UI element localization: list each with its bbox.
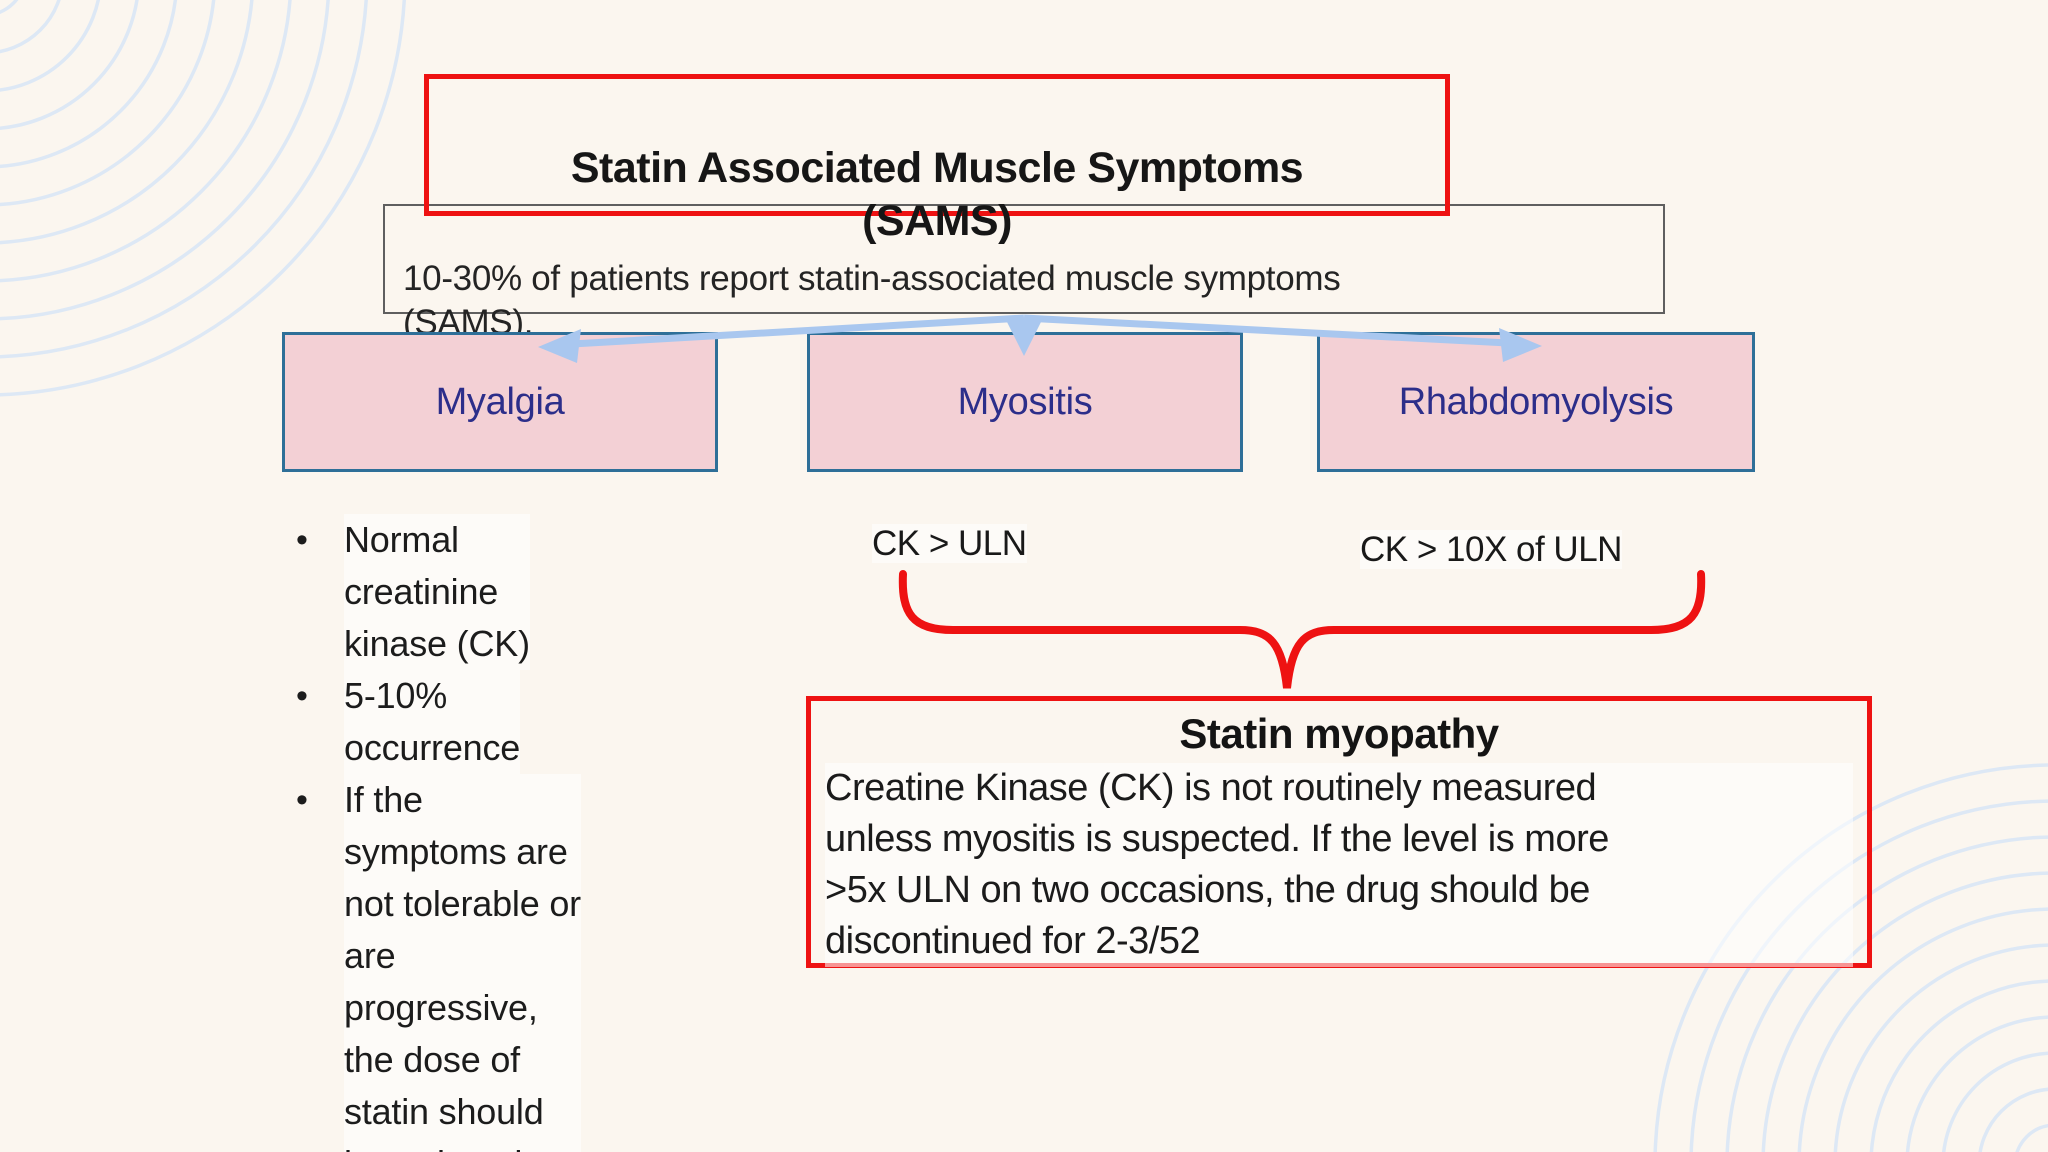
bullet-text-normal-ck: Normal creatinine kinase (CK) <box>344 514 530 670</box>
bullet-icon: • <box>296 521 308 559</box>
intro-statement-box: 10-30% of patients report statin-associa… <box>383 204 1665 342</box>
slide-title: Statin Associated Muscle Symptoms (SAMS) <box>570 144 1304 245</box>
bullet-icon: • <box>296 677 308 715</box>
rhabdomyolysis-ck-note: CK > 10X of ULN <box>1360 530 1622 569</box>
myositis-ck-note: CK > ULN <box>872 524 1027 563</box>
category-label-rhabdomyolysis: Rhabdomyolysis <box>1398 380 1674 423</box>
bullet-text-dose-reduction: If the symptoms are not tolerable or are… <box>344 774 581 1152</box>
bullet-text-occurrence: 5-10% occurrence <box>344 670 520 774</box>
list-item: • Normal creatinine kinase (CK) <box>296 514 676 670</box>
category-label-myalgia: Myalgia <box>435 380 565 423</box>
list-item: • If the symptoms are not tolerable or a… <box>296 774 676 1152</box>
list-item: • 5-10% occurrence <box>296 670 676 774</box>
intro-statement: 10-30% of patients report statin-associa… <box>403 259 1341 342</box>
myalgia-bullet-list: • Normal creatinine kinase (CK) • 5-10% … <box>296 514 676 1152</box>
statin-myopathy-box: Statin myopathy Creatine Kinase (CK) is … <box>806 696 1872 968</box>
red-underbrace <box>898 570 1706 689</box>
slide-title-box: Statin Associated Muscle Symptoms (SAMS) <box>424 74 1450 245</box>
statin-myopathy-body: Creatine Kinase (CK) is not routinely me… <box>825 763 1853 967</box>
statin-myopathy-heading: Statin myopathy <box>1179 710 1499 757</box>
category-box-myositis: Myositis <box>807 332 1243 472</box>
bullet-icon: • <box>296 781 308 819</box>
category-label-myositis: Myositis <box>957 380 1093 423</box>
category-box-rhabdomyolysis: Rhabdomyolysis <box>1317 332 1755 472</box>
category-box-myalgia: Myalgia <box>282 332 718 472</box>
